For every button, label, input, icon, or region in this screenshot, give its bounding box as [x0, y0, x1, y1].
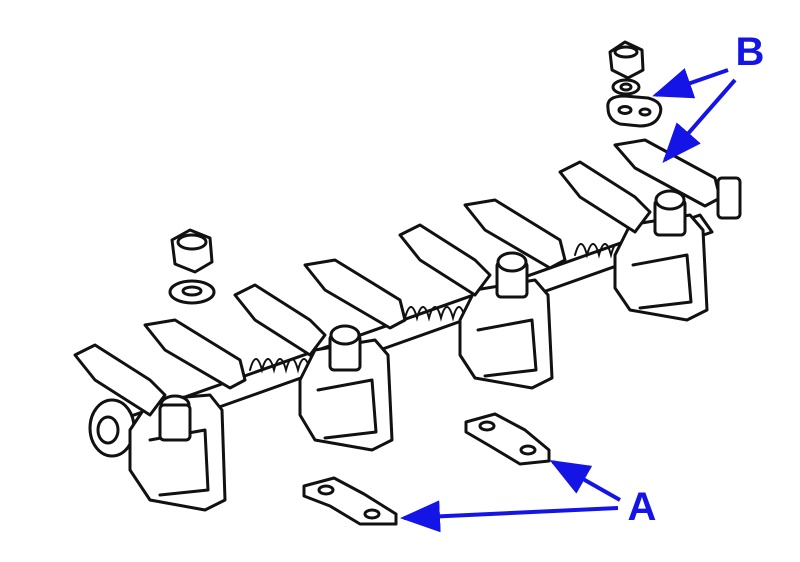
shaft-spring — [404, 306, 466, 322]
rocker-pedestal — [398, 198, 567, 390]
rocker-pedestal — [73, 318, 247, 512]
callout-arrow-b — [652, 68, 729, 99]
locking-plate-b — [606, 94, 663, 128]
callout-a: A — [400, 460, 657, 533]
pedestal-nut — [608, 40, 645, 80]
shaft-spring — [574, 243, 624, 259]
rocker-pedestal — [558, 138, 742, 322]
spring-washer — [611, 78, 641, 96]
callout-arrow-a — [400, 500, 619, 533]
rocker-pedestal — [233, 258, 407, 452]
callout-arrow-b — [662, 78, 737, 164]
pedestal-washer — [168, 279, 216, 305]
pedestal-nut — [170, 228, 214, 274]
pedestal-gasket-a — [464, 412, 551, 466]
callout-label-b: B — [736, 30, 765, 74]
pedestal-gasket-a — [302, 476, 398, 526]
shaft-spring — [249, 358, 311, 374]
callout-arrow-a — [549, 460, 621, 502]
callout-b: B — [652, 30, 765, 164]
callout-label-a: A — [628, 485, 657, 529]
